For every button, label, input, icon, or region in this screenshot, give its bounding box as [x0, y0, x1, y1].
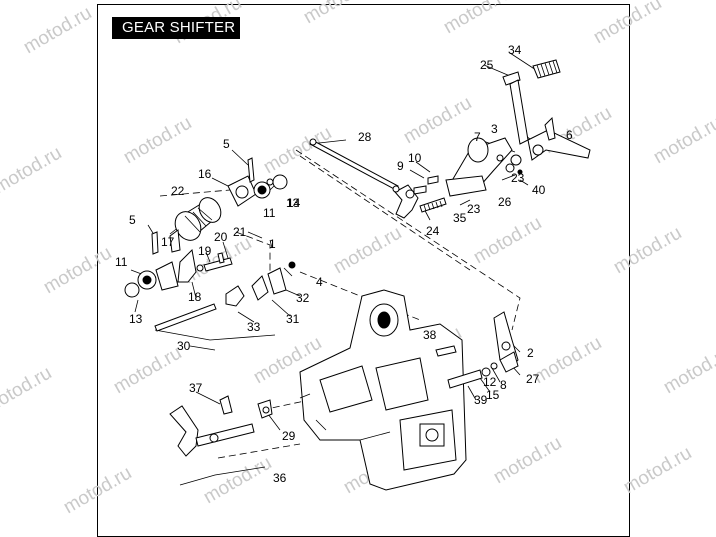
parts-right-shaft [435, 311, 519, 389]
callout-13: 13 [129, 312, 143, 326]
callout-25: 25 [480, 58, 494, 72]
callout-31: 31 [286, 312, 300, 326]
callout-10: 10 [408, 151, 422, 165]
callout-24: 24 [426, 224, 440, 238]
callout-8: 8 [500, 378, 507, 392]
callout-30: 30 [177, 339, 191, 353]
part-6-lever-arm [527, 116, 591, 161]
part-36-shift-shaft [169, 405, 255, 457]
part-35-spring [419, 197, 447, 213]
callout-23: 23 [511, 171, 525, 185]
callout-39: 39 [474, 393, 488, 407]
callout-12: 12 [483, 375, 497, 389]
callout-2: 2 [527, 346, 534, 360]
part-26-shifter-shaft [445, 137, 513, 197]
callout-38: 38 [423, 328, 437, 342]
callout-40: 40 [532, 183, 546, 197]
callout-22: 22 [171, 184, 185, 198]
callout-17: 17 [161, 235, 175, 249]
part-28-shift-rod [309, 138, 400, 193]
part-30-shaft [154, 303, 217, 332]
callout-14: 14 [287, 196, 301, 210]
parts-bottom-clips [219, 395, 273, 419]
callout-27: 27 [526, 372, 540, 386]
part-5-pin-left [151, 231, 159, 255]
callout-5: 5 [129, 213, 136, 227]
washers-right [496, 154, 523, 175]
callout-5: 5 [223, 137, 230, 151]
callout-1: 1 [269, 237, 276, 251]
callout-4: 4 [316, 275, 323, 289]
callout-20: 20 [214, 230, 228, 244]
part-5-pin-top [247, 157, 255, 183]
callout-26: 26 [498, 195, 512, 209]
callout-23: 23 [467, 202, 481, 216]
callout-3: 3 [491, 122, 498, 136]
callout-34: 34 [508, 43, 522, 57]
callout-28: 28 [358, 130, 372, 144]
callout-33: 33 [247, 320, 261, 334]
part-25-shift-lever [502, 71, 529, 145]
parts-9-10-screws [413, 175, 439, 195]
shift-forks [225, 261, 296, 307]
callout-7: 7 [474, 130, 481, 144]
callout-19: 19 [198, 244, 212, 258]
callout-32: 32 [296, 291, 310, 305]
callout-6: 6 [566, 128, 573, 142]
callout-35: 35 [453, 211, 467, 225]
callout-29: 29 [282, 429, 296, 443]
part-34-spring [532, 59, 561, 79]
callout-11: 11 [115, 255, 128, 269]
pawl-assembly [177, 248, 233, 283]
callout-15: 15 [486, 388, 500, 402]
dashed-leaders [159, 149, 521, 459]
part-24-bell-crank [394, 184, 419, 219]
callout-11: 11 [263, 206, 276, 220]
callout-37: 37 [189, 381, 203, 395]
transmission-housing [299, 289, 467, 491]
callout-36: 36 [273, 471, 287, 485]
bearing-rings-top [253, 174, 288, 199]
callout-16: 16 [198, 167, 212, 181]
callout-9: 9 [397, 159, 404, 173]
callout-13: 13 [286, 196, 300, 210]
callout-18: 18 [188, 290, 202, 304]
part-22-shift-drum [169, 197, 222, 253]
bearing-rings-left [124, 261, 179, 298]
diagram-title: GEAR SHIFTER [112, 17, 240, 39]
callout-21: 21 [233, 225, 247, 239]
